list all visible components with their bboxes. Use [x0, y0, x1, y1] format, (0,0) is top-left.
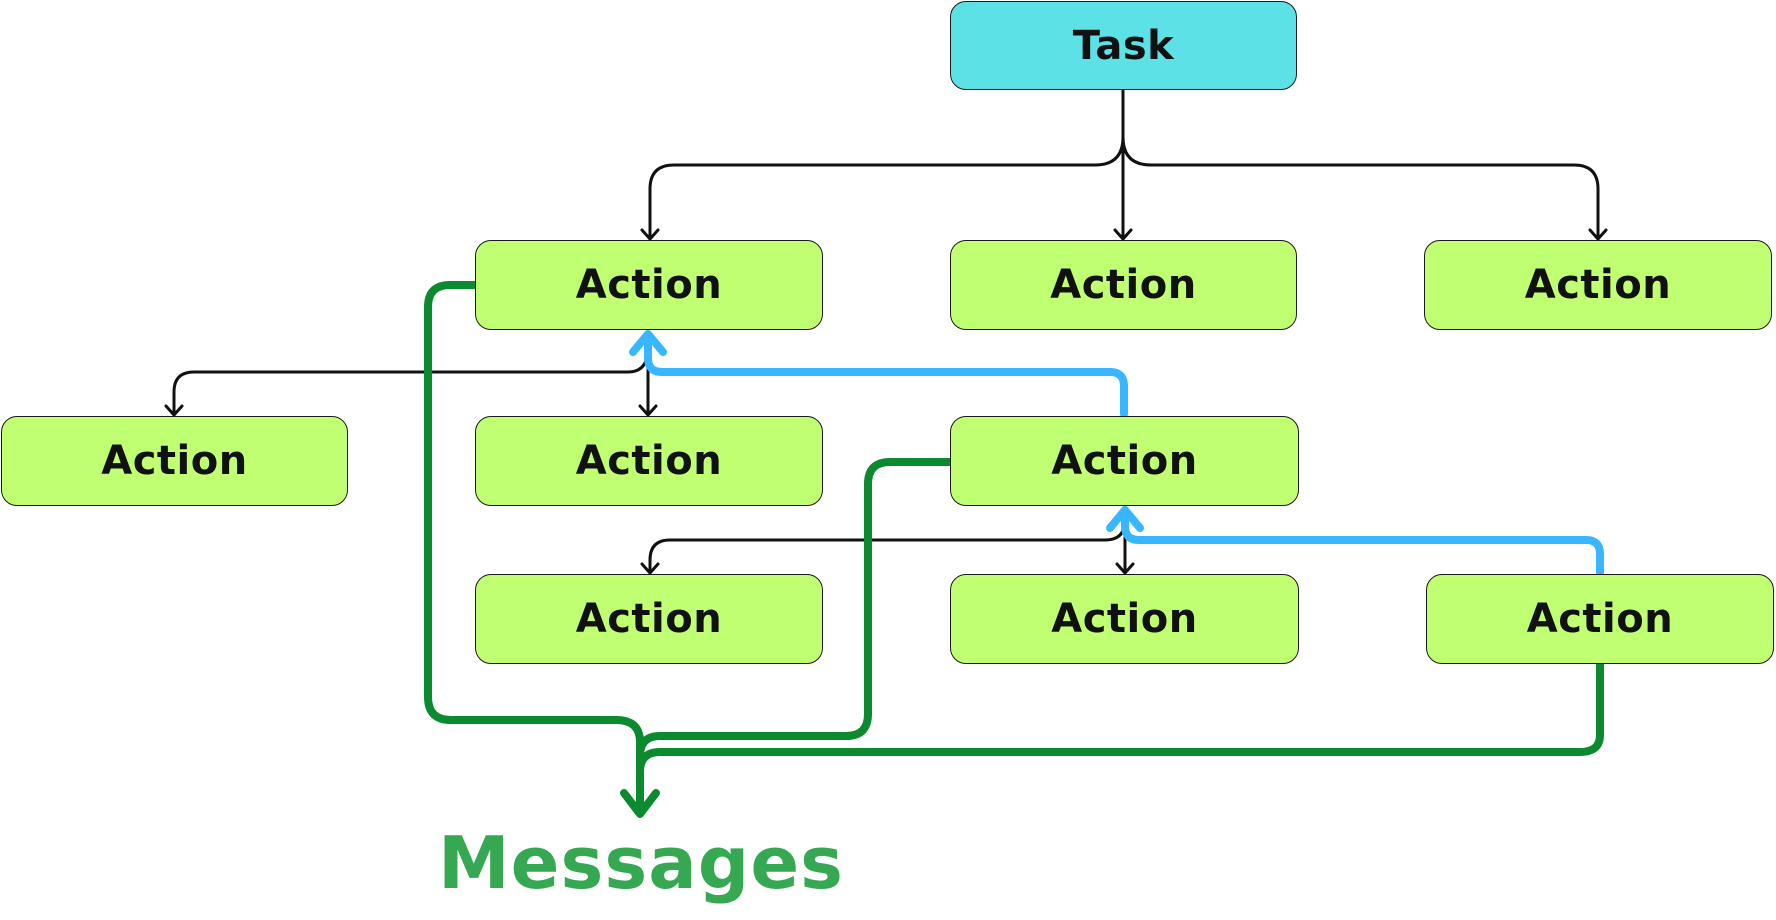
- message-edge-from-middle-action: [636, 458, 954, 760]
- action-label: Action: [1526, 596, 1674, 642]
- arrowhead: [164, 404, 184, 417]
- action-node: Action: [475, 416, 823, 506]
- arrowhead: [1115, 562, 1135, 575]
- action-node: Action: [950, 240, 1297, 330]
- feedback-edges: [629, 330, 1604, 577]
- action-label: Action: [575, 596, 723, 642]
- action-to-subactions-edges: [164, 330, 658, 417]
- action-node: Action: [475, 240, 823, 330]
- edge-task-to-action-left: [648, 88, 1125, 240]
- messages-label: Messages: [438, 821, 845, 905]
- message-edge-from-top-action: [424, 281, 644, 812]
- feedback-edge-to-subaction: [1121, 506, 1604, 577]
- action-label: Action: [1051, 438, 1198, 484]
- feedback-arrowhead: [629, 330, 667, 356]
- action-label: Action: [1524, 262, 1672, 308]
- task-node: Task: [950, 1, 1297, 90]
- action-label: Action: [575, 438, 723, 484]
- action-label: Action: [1051, 596, 1198, 642]
- arrowhead: [640, 228, 660, 241]
- edge-task-to-action-right: [1121, 88, 1600, 240]
- messages-arrowhead: [620, 789, 660, 818]
- feedback-edge-to-action: [644, 332, 1128, 418]
- action-node: Action: [1424, 240, 1772, 330]
- feedback-arrowhead: [1106, 506, 1144, 532]
- subaction-to-leaf-edges: [640, 504, 1135, 575]
- arrowhead: [1113, 228, 1133, 241]
- action-label: Action: [101, 438, 248, 484]
- message-edge-from-bottom-action: [636, 660, 1604, 776]
- action-node: Action: [1, 416, 348, 506]
- action-node: Action: [1426, 574, 1774, 664]
- action-node: Action: [950, 574, 1299, 664]
- task-to-actions-edges: [640, 88, 1608, 241]
- action-node: Action: [475, 574, 823, 664]
- action-label: Action: [1050, 262, 1197, 308]
- edge-subaction-to-leaf-left: [648, 504, 1127, 574]
- action-label: Action: [575, 262, 723, 308]
- message-edges: [424, 281, 1604, 818]
- action-node: Action: [950, 416, 1299, 506]
- task-label: Task: [1072, 22, 1175, 69]
- arrowhead: [1588, 228, 1608, 241]
- arrowhead: [638, 404, 658, 417]
- arrowhead: [640, 562, 660, 575]
- edge-action-to-left-subaction: [172, 330, 650, 416]
